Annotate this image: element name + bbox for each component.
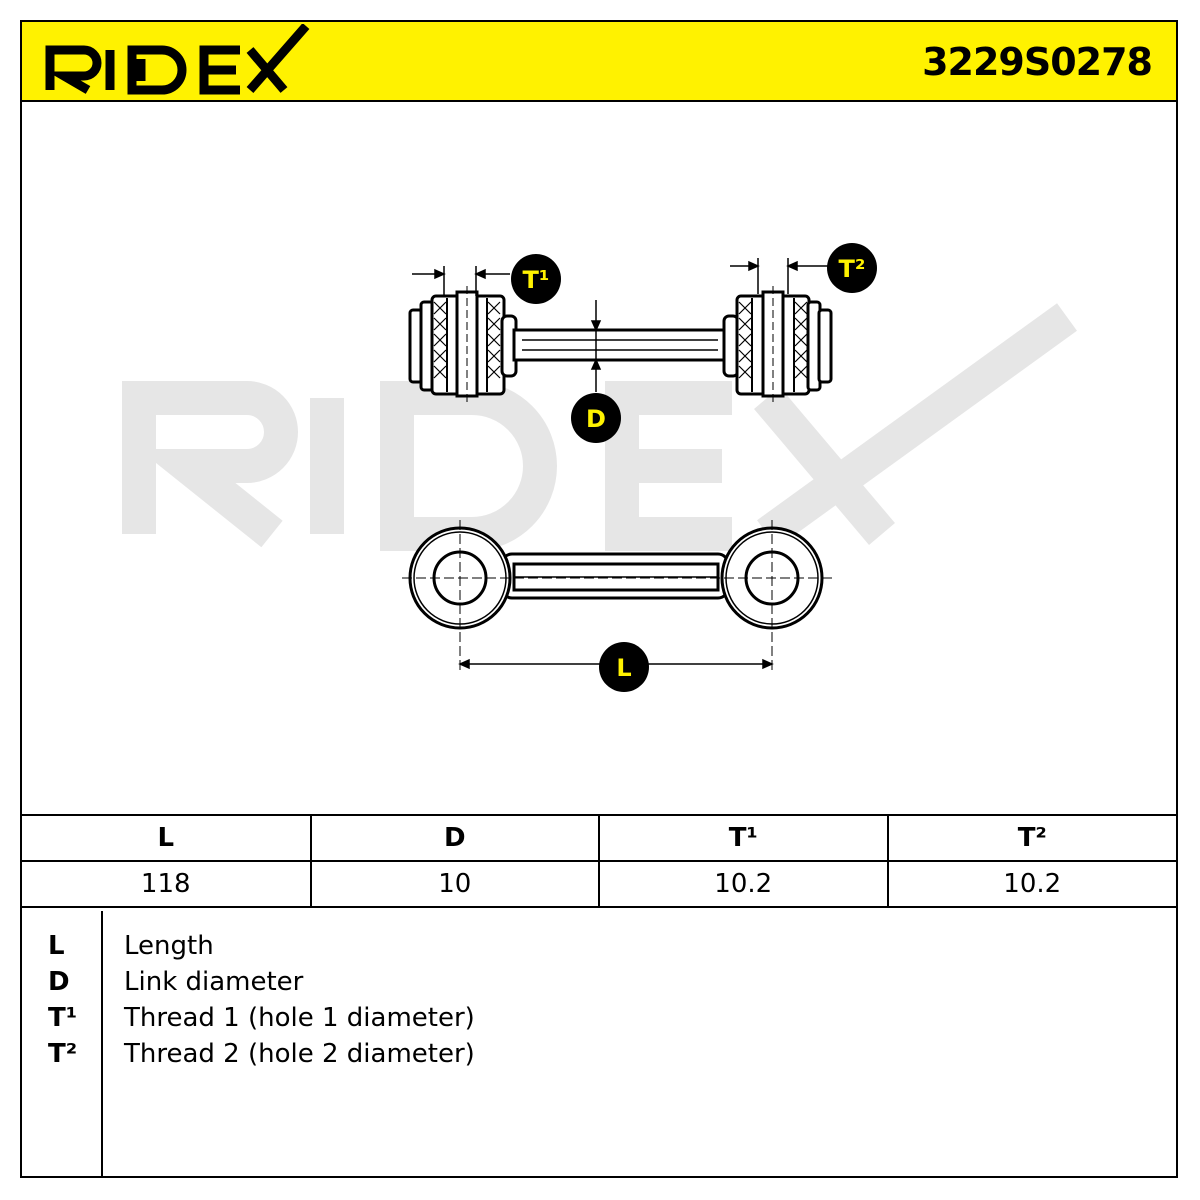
legend-divider xyxy=(101,911,103,1178)
d-dimension xyxy=(590,300,602,392)
datasheet-frame: 3229S0278 xyxy=(20,20,1178,1178)
legend-item: T² Thread 2 (hole 2 diameter) xyxy=(22,1039,1176,1075)
t2-callout-badge xyxy=(827,243,877,293)
l-callout-badge xyxy=(599,642,649,692)
right-eye-side-view xyxy=(722,290,833,398)
d-callout-badge xyxy=(571,393,621,443)
header-l: L xyxy=(22,814,312,861)
t1-callout-badge xyxy=(511,254,561,304)
legend-item: L Length xyxy=(22,931,1176,967)
spec-table: L D T¹ T² 118 10 10.2 10.2 xyxy=(22,814,1176,908)
l-dimension xyxy=(458,658,774,670)
right-eye-hatching xyxy=(738,301,808,379)
header-d: D xyxy=(310,814,600,861)
ridex-logo xyxy=(45,24,310,95)
value-t2: 10.2 xyxy=(887,860,1176,908)
drawing-canvas: T¹ T² D xyxy=(122,243,1077,692)
header-t1: T¹ xyxy=(599,814,889,861)
technical-drawing: T¹ T² D xyxy=(22,102,1176,814)
legend-description: Length xyxy=(124,931,214,961)
legend-symbol: T¹ xyxy=(48,1003,78,1033)
t2-dimension xyxy=(730,258,828,294)
center-lines xyxy=(402,520,832,672)
spec-value-row: 118 10 10.2 10.2 xyxy=(22,860,1176,908)
spec-header-row: L D T¹ T² xyxy=(22,814,1176,861)
left-eye-side-view xyxy=(408,290,518,398)
t1-callout-label: T¹ xyxy=(523,266,550,294)
t1-dimension xyxy=(412,266,510,296)
ridex-watermark xyxy=(122,303,1077,551)
legend: L Length D Link diameter T¹ Thread 1 (ho… xyxy=(22,911,1176,1178)
link-rod-side-view xyxy=(512,328,728,362)
legend-symbol: L xyxy=(48,931,65,961)
legend-item: D Link diameter xyxy=(22,967,1176,1003)
t2-callout-label: T² xyxy=(839,255,866,283)
l-callout-label: L xyxy=(616,654,631,682)
link-rod-front-view xyxy=(500,552,730,600)
value-t1: 10.2 xyxy=(599,860,889,908)
part-number: 3229S0278 xyxy=(922,40,1153,84)
legend-symbol: D xyxy=(48,967,70,997)
legend-item: T¹ Thread 1 (hole 1 diameter) xyxy=(22,1003,1176,1039)
legend-description: Thread 1 (hole 1 diameter) xyxy=(124,1003,475,1033)
header-bar: 3229S0278 xyxy=(22,22,1176,102)
legend-symbol: T² xyxy=(48,1039,78,1069)
value-d: 10 xyxy=(310,860,600,908)
value-l: 118 xyxy=(22,860,312,908)
legend-description: Link diameter xyxy=(124,967,304,997)
legend-description: Thread 2 (hole 2 diameter) xyxy=(124,1039,475,1069)
header-t2: T² xyxy=(887,814,1176,861)
d-callout-label: D xyxy=(586,405,606,433)
left-eye-hatching xyxy=(433,301,501,379)
